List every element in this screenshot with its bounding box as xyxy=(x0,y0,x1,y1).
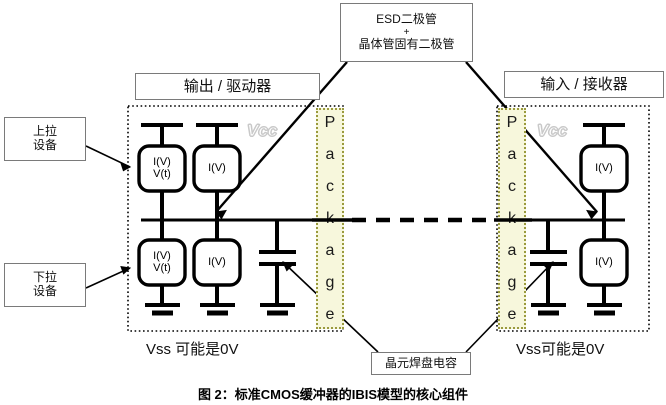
right-ground-symbols xyxy=(531,303,622,316)
package-letter: g xyxy=(325,274,335,291)
receiver-top-esd-diode-device xyxy=(579,144,629,193)
device-label-line2: V(t) xyxy=(153,261,171,274)
vcc-rail-label-left: Vcc xyxy=(246,121,278,141)
output-driver-title-box: 输出 / 驱动器 xyxy=(135,73,320,100)
esd-callout-line2: + xyxy=(403,26,410,38)
right-device-symbols xyxy=(579,144,629,287)
package-letter: P xyxy=(324,114,336,131)
input-receiver-die-boundary xyxy=(496,105,650,332)
package-letter: a xyxy=(507,146,517,163)
left-ground-symbols xyxy=(145,303,295,316)
pullup-iv-vt-label: I(V) V(t) xyxy=(140,156,184,180)
output-driver-title: 输出 / 驱动器 xyxy=(183,77,272,95)
vss-rail-label-left: Vss 可能是0V xyxy=(146,341,239,358)
device-label-line1: I(V) xyxy=(153,250,171,262)
left-circuit-wires xyxy=(141,123,343,305)
device-label-line1: I(V) xyxy=(208,256,226,268)
receiver-bottom-esd-label: I(V) xyxy=(582,256,626,269)
output-driver-die-boundary xyxy=(127,105,344,332)
pullup-iv-vt-device xyxy=(137,144,187,193)
package-letter: a xyxy=(325,242,335,259)
callout-leader-lines xyxy=(85,61,598,353)
vss-rail-label-right: Vss可能是0V xyxy=(516,341,605,358)
pullup-callout-line2: 设备 xyxy=(32,138,57,152)
die-pad-capacitance-callout-box: 晶元焊盘电容 xyxy=(371,352,471,375)
package-letter: e xyxy=(325,306,335,323)
pullup-esd-label: I(V) xyxy=(195,162,239,175)
device-label-line2: V(t) xyxy=(153,167,171,180)
die-pad-cap-callout-line1: 晶元焊盘电容 xyxy=(384,355,457,370)
package-letter: P xyxy=(506,114,518,131)
package-letter: a xyxy=(325,146,335,163)
device-label-line1: I(V) xyxy=(208,162,226,174)
pulldown-esd-diode-device xyxy=(192,238,242,287)
package-letter: c xyxy=(326,178,334,195)
package-letter: g xyxy=(507,274,517,291)
input-receiver-title: 输入 / 接收器 xyxy=(540,75,628,93)
vcc-rail-label-right: Vcc xyxy=(536,121,568,141)
pullup-device-callout-box: 上拉 设备 xyxy=(4,117,86,161)
package-letter: e xyxy=(507,306,517,323)
pulldown-iv-vt-label: I(V) V(t) xyxy=(140,250,184,274)
pullup-callout-line1: 上拉 xyxy=(32,124,57,139)
esd-diode-callout-box: ESD二极管 + 晶体管固有二极管 xyxy=(340,3,473,62)
pulldown-esd-label: I(V) xyxy=(195,256,239,269)
pulldown-device-callout-box: 下拉 设备 xyxy=(4,263,86,307)
device-label-line1: I(V) xyxy=(595,256,613,268)
figure-caption: 图 2：标准CMOS缓冲器的IBIS模型的核心组件 xyxy=(197,387,469,402)
package-letter: a xyxy=(507,242,517,259)
pulldown-callout-line1: 下拉 xyxy=(32,270,57,285)
device-label-line1: I(V) xyxy=(153,156,171,168)
esd-callout-line3: 晶体管固有二极管 xyxy=(358,37,455,52)
receiver-top-esd-label: I(V) xyxy=(582,162,626,175)
left-device-symbols xyxy=(137,144,242,287)
device-label-line1: I(V) xyxy=(595,162,613,174)
pulldown-callout-line2: 设备 xyxy=(32,284,57,298)
input-receiver-title-box: 输入 / 接收器 xyxy=(504,71,664,98)
pulldown-iv-vt-device xyxy=(137,238,187,287)
package-letter: c xyxy=(508,178,516,195)
esd-callout-line1: ESD二极管 xyxy=(376,11,437,26)
receiver-bottom-esd-diode-device xyxy=(579,238,629,287)
pullup-esd-diode-device xyxy=(192,144,242,193)
